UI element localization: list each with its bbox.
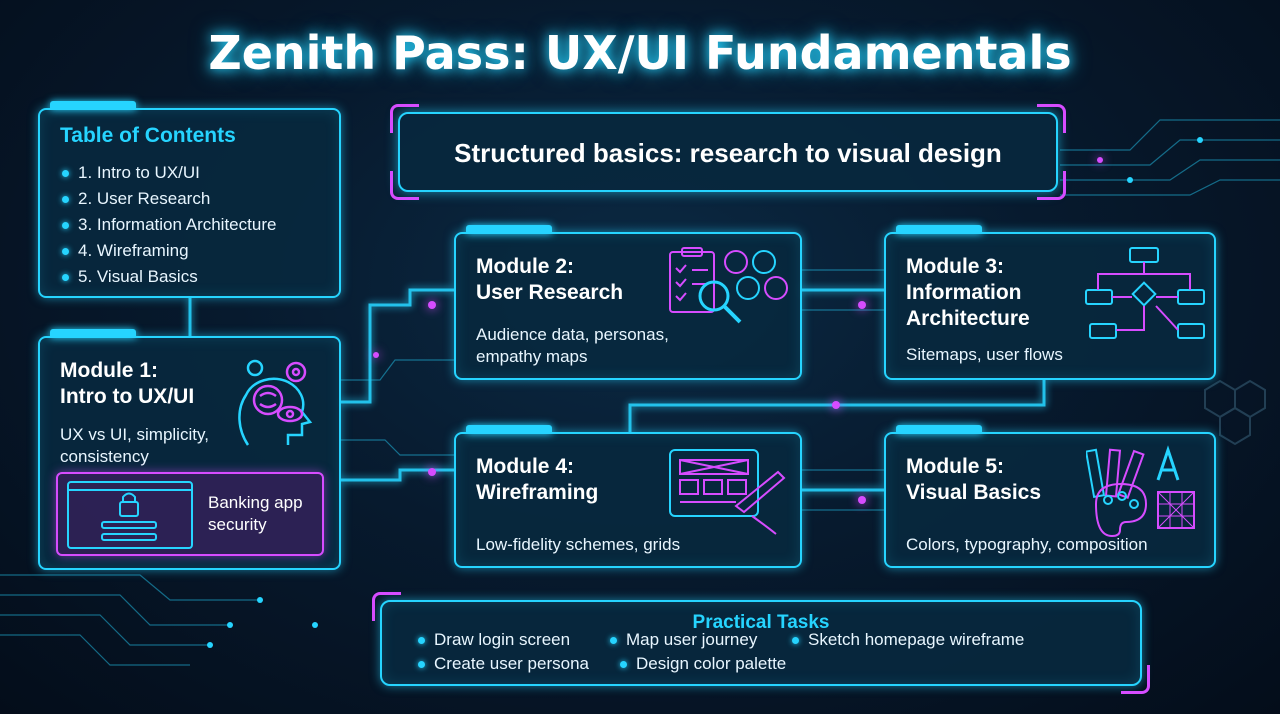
subtitle: Structured basics: research to visual de… <box>454 138 1002 168</box>
page-title: Zenith Pass: UX/UI Fundamentals <box>208 26 1072 80</box>
toc-item[interactable]: 2. User Research <box>62 186 276 212</box>
module-card-3[interactable]: Module 3: Information Architecture Sitem… <box>884 225 1216 380</box>
bullet-icon <box>62 196 69 204</box>
flowchart-icon <box>1085 247 1205 339</box>
task-item[interactable]: Map user journey <box>610 630 757 650</box>
toc-item-label: 1. Intro to UX/UI <box>78 163 200 182</box>
bullet-icon <box>62 222 69 230</box>
bullet-icon <box>62 274 69 282</box>
task-item[interactable]: Draw login screen <box>418 630 570 650</box>
panel-tab <box>50 329 136 338</box>
panel-tab <box>896 225 982 234</box>
module-card-1[interactable]: Module 1: Intro to UX/UI UX vs UI, simpl… <box>38 329 341 570</box>
bracket-decoration <box>1037 104 1066 133</box>
bullet-icon <box>418 637 425 645</box>
module-description: UX vs UI, simplicity, consistency <box>60 425 209 466</box>
panel-tab <box>896 425 982 434</box>
tasks-heading: Practical Tasks <box>692 612 830 633</box>
toc-item-label: 5. Visual Basics <box>78 267 198 286</box>
task-label: Map user journey <box>626 630 758 649</box>
bullet-icon <box>610 637 617 645</box>
module-card-4[interactable]: Module 4: Wireframing Low-fidelity schem… <box>454 425 802 568</box>
module-description: Colors, typography, composition <box>906 535 1148 554</box>
bracket-decoration <box>390 104 419 133</box>
module-card-5[interactable]: Module 5: Visual Basics Colors, typograp… <box>884 425 1216 568</box>
bullet-icon <box>418 661 425 669</box>
toc-item[interactable]: 3. Information Architecture <box>62 212 276 238</box>
toc-item[interactable]: 1. Intro to UX/UI <box>62 160 276 186</box>
module-title: Module 2: User Research <box>476 255 624 304</box>
bracket-decoration <box>390 171 419 200</box>
toc-list: 1. Intro to UX/UI 2. User Research 3. In… <box>62 160 276 290</box>
task-label: Sketch homepage wireframe <box>808 630 1025 649</box>
task-label: Design color palette <box>636 654 787 673</box>
task-item[interactable]: Sketch homepage wireframe <box>792 630 1024 650</box>
module-title: Module 5: Visual Basics <box>906 455 1042 504</box>
bullet-icon <box>620 661 627 669</box>
panel-tab <box>466 425 552 434</box>
table-of-contents: Table of Contents 1. Intro to UX/UI 2. U… <box>38 101 341 298</box>
toc-item-label: 3. Information Architecture <box>78 215 277 234</box>
module-card-2[interactable]: Module 2: User Research Audience data, p… <box>454 225 802 380</box>
task-item[interactable]: Design color palette <box>620 654 786 674</box>
module-description: Low-fidelity schemes, grids <box>476 535 681 554</box>
toc-heading: Table of Contents <box>60 124 236 147</box>
research-icon <box>669 247 788 324</box>
example-label: Banking app security <box>208 493 303 534</box>
bracket-decoration <box>1121 665 1150 694</box>
example-card-banking[interactable]: Banking app security <box>56 472 324 556</box>
task-item[interactable]: Create user persona <box>418 654 589 674</box>
module-title: Module 3: Information Architecture <box>906 255 1030 330</box>
bullet-icon <box>62 248 69 256</box>
toc-item[interactable]: 4. Wireframing <box>62 238 276 264</box>
toc-item[interactable]: 5. Visual Basics <box>62 264 276 290</box>
panel-tab <box>466 225 552 234</box>
toc-item-label: 2. User Research <box>78 189 211 208</box>
lock-icon <box>67 481 193 549</box>
module-description: Sitemaps, user flows <box>906 345 1063 364</box>
bullet-icon <box>792 637 799 645</box>
module-description: Audience data, personas, empathy maps <box>476 325 669 366</box>
palette-typography-icon <box>1086 445 1195 538</box>
practical-tasks-panel: Practical Tasks Draw login screen Map us… <box>372 592 1150 694</box>
bracket-decoration <box>372 592 401 621</box>
panel-tab <box>50 101 136 110</box>
toc-item-label: 4. Wireframing <box>78 241 189 260</box>
module-title: Module 4: Wireframing <box>476 455 599 504</box>
module-title: Module 1: Intro to UX/UI <box>60 359 195 408</box>
task-label: Draw login screen <box>434 630 571 649</box>
bracket-decoration <box>1037 171 1066 200</box>
brain-gears-icon <box>238 359 313 446</box>
task-label: Create user persona <box>434 654 589 673</box>
subtitle-banner: Structured basics: research to visual de… <box>390 104 1066 200</box>
tablet-sketch-icon <box>669 449 786 535</box>
bullet-icon <box>62 170 69 178</box>
